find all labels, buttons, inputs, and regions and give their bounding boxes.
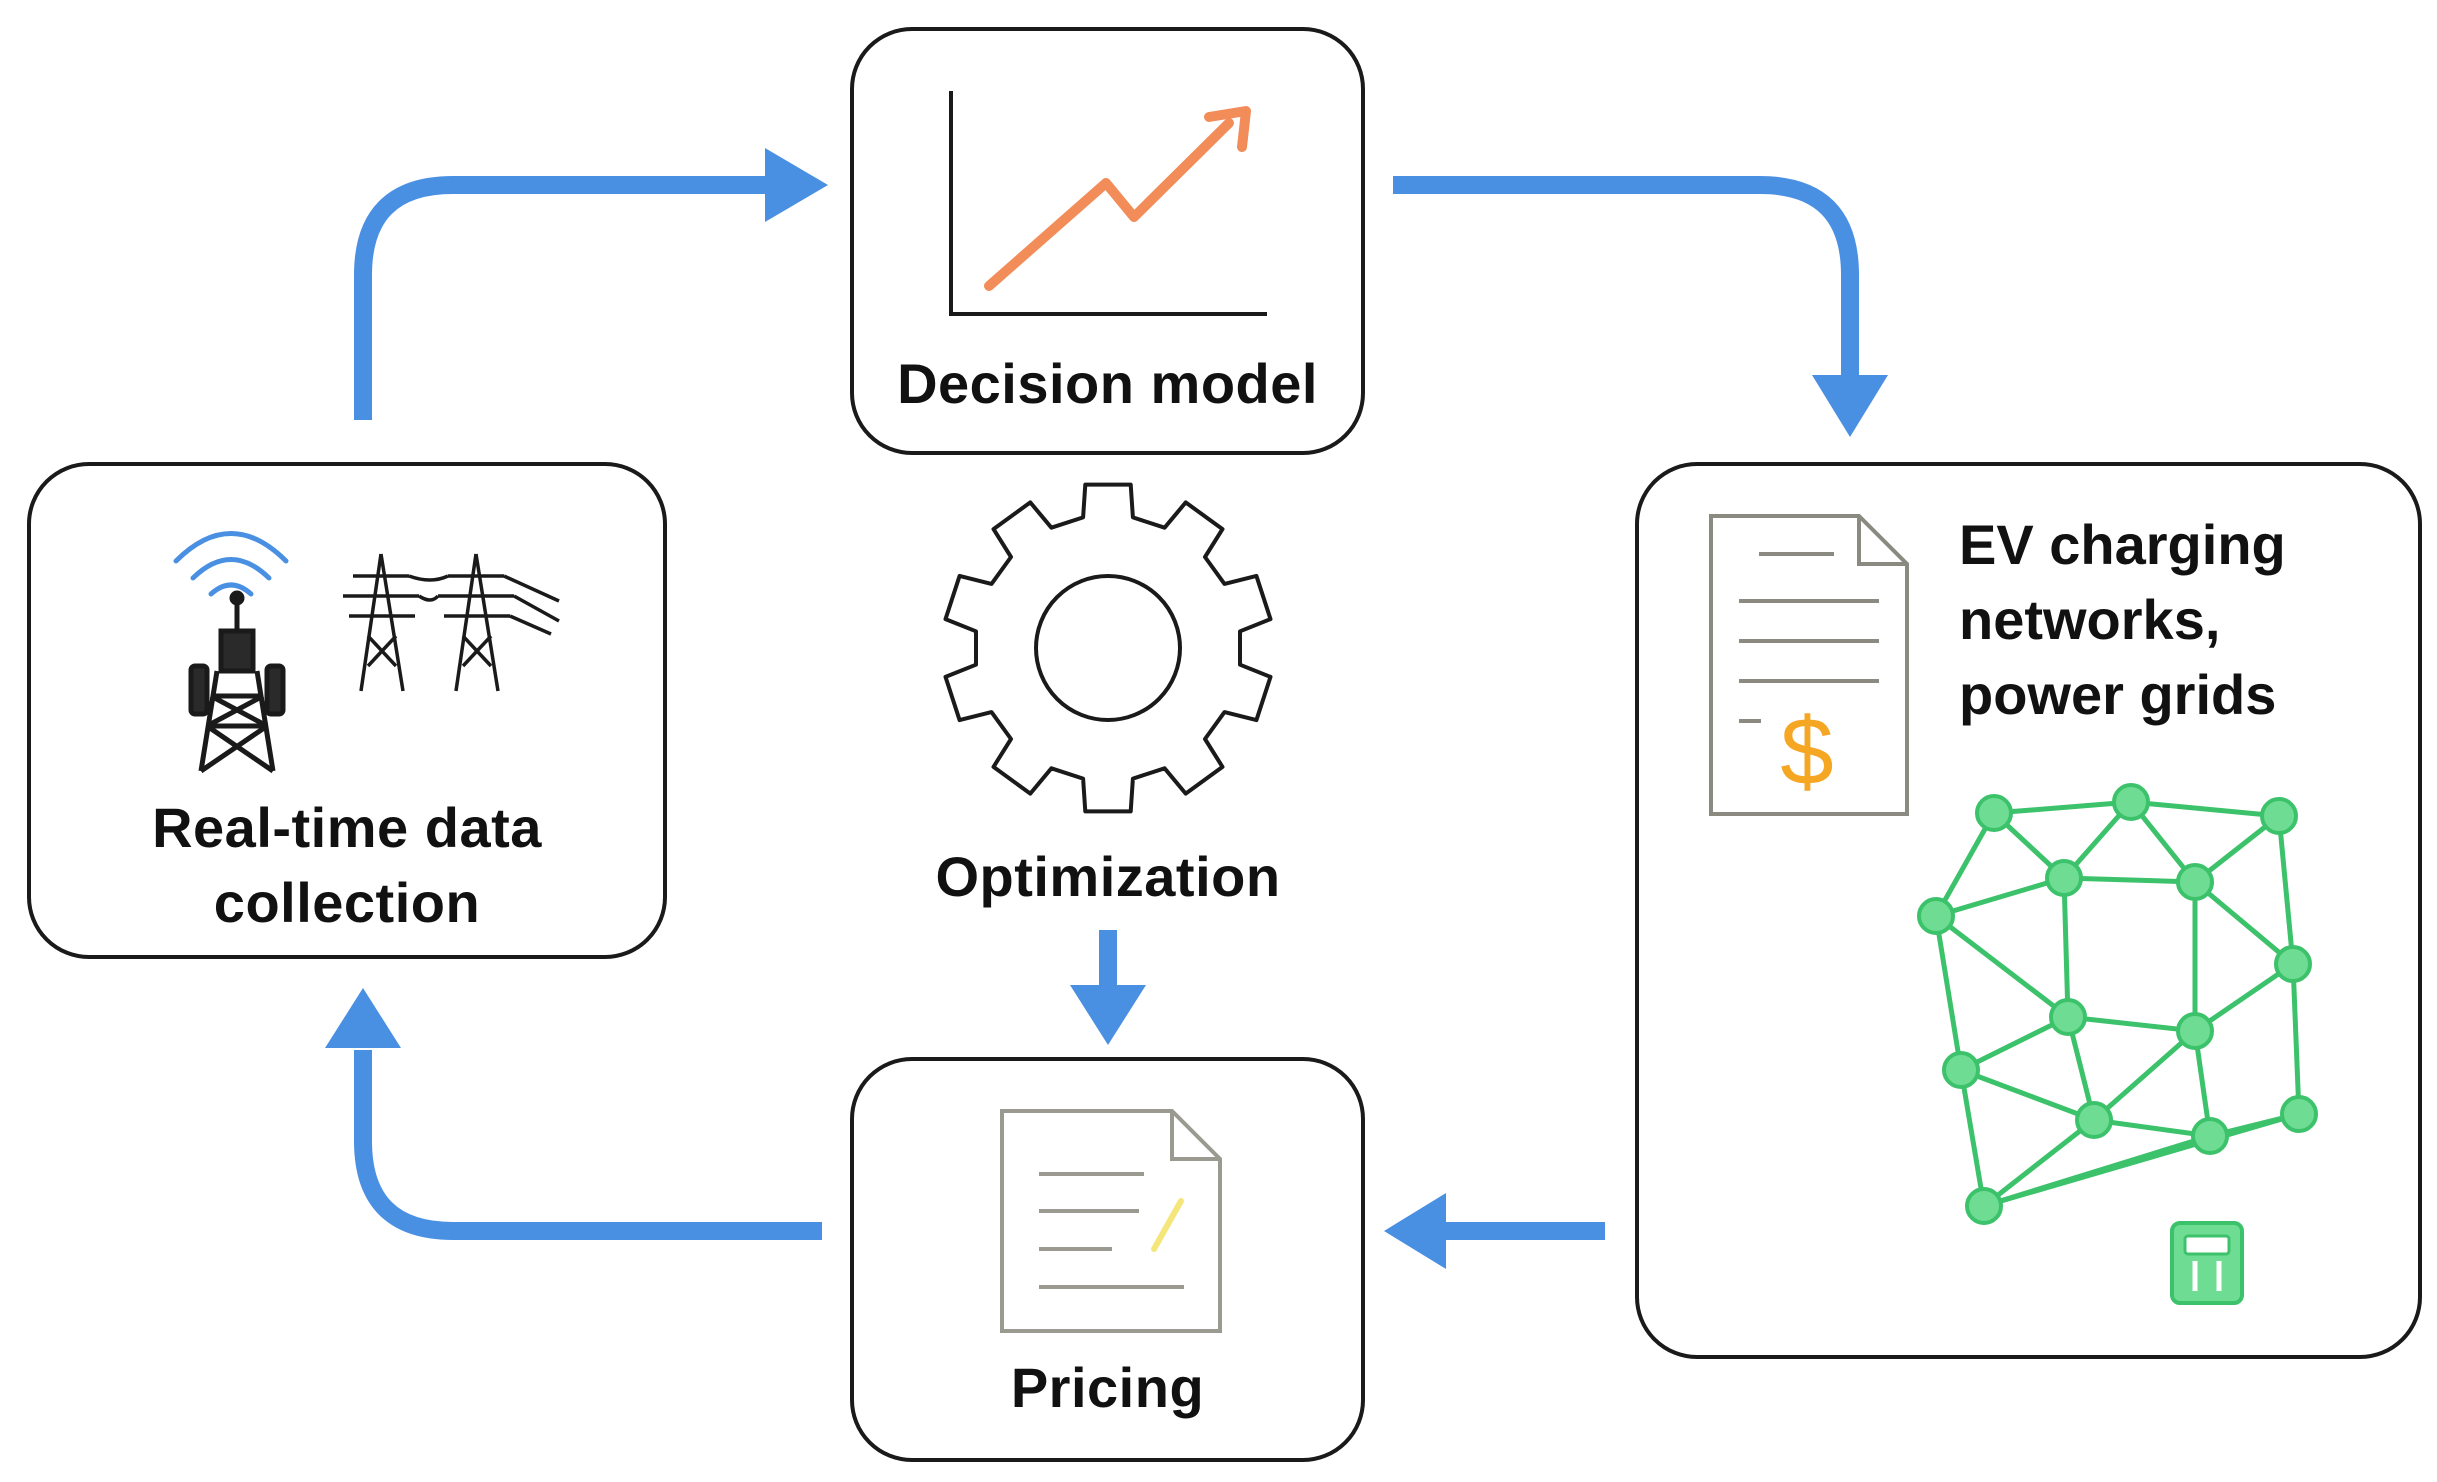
- network-node: [1917, 897, 1955, 935]
- network-node: [2176, 863, 2214, 901]
- realtime-label-line2: collection: [213, 871, 481, 934]
- network-edge: [1958, 1069, 1987, 1207]
- network-node: [2176, 1012, 2214, 1050]
- network-node: [2045, 859, 2083, 897]
- wifi-signal-icon: [173, 531, 289, 597]
- network-edge: [1983, 1111, 2300, 1209]
- network-node: [2274, 945, 2312, 983]
- network-edge: [2290, 963, 2302, 1115]
- svg-text:$: $: [1780, 698, 1833, 805]
- network-graph-icon: [1917, 783, 2318, 1225]
- invoice-dollar-icon: $: [1709, 514, 1909, 816]
- network-node: [1975, 794, 2013, 832]
- optimization-label: Optimization: [935, 845, 1281, 908]
- realtime-icons: [173, 531, 560, 774]
- network-edge: [1933, 915, 1964, 1071]
- gear-icon: [943, 482, 1273, 814]
- arrow-pricing-to-realtime: [325, 988, 822, 1240]
- network-edge: [2093, 1117, 2211, 1139]
- network-edge: [2130, 799, 2280, 819]
- realtime-data-box: Real-time data collection: [27, 462, 667, 959]
- network-edge: [2193, 880, 2295, 966]
- document-pen-icon: [1000, 1109, 1222, 1333]
- pricing-box: Pricing: [850, 1057, 1365, 1462]
- network-node: [2260, 797, 2298, 835]
- network-edge: [1935, 875, 2065, 919]
- network-node: [2049, 998, 2087, 1036]
- network-edge: [2276, 815, 2296, 965]
- network-node: [1965, 1187, 2003, 1225]
- network-node: [2280, 1095, 2318, 1133]
- network-node: [2112, 783, 2150, 821]
- network-edge: [2063, 875, 2196, 885]
- trend-chart-icon: [949, 91, 1267, 316]
- network-edge: [1960, 1067, 2095, 1123]
- ev-label-line3: power grids: [1959, 663, 2277, 726]
- network-edge: [2193, 961, 2295, 1034]
- network-edge: [1993, 799, 2132, 816]
- network-edge: [1933, 811, 1997, 918]
- charging-station-icon: [2170, 1221, 2244, 1305]
- ev-networks-box: $ EV charging networks, power grids: [1635, 462, 2422, 1359]
- arrow-realtime-to-decision: [354, 148, 828, 420]
- decision-model-box: Decision model: [850, 27, 1365, 455]
- network-edge: [1982, 1118, 2096, 1208]
- ev-label-line2: networks,: [1959, 588, 2221, 651]
- network-edge: [2092, 1029, 2197, 1122]
- network-edge: [1934, 914, 2070, 1019]
- network-edge: [1959, 1014, 2070, 1073]
- pricing-label: Pricing: [1010, 1356, 1205, 1419]
- cell-tower-icon: [188, 590, 286, 774]
- arrow-ev-to-pricing: [1384, 1193, 1605, 1269]
- network-edge: [2067, 1014, 2196, 1034]
- ev-label-line1: EV charging: [1959, 513, 2286, 576]
- decision-model-label: Decision model: [897, 352, 1318, 415]
- arrow-optimization-to-pricing: [1070, 930, 1146, 1045]
- network-edge: [2061, 877, 2071, 1018]
- arrow-decision-to-ev: [1393, 176, 1888, 437]
- network-node: [2075, 1101, 2113, 1139]
- ev-icons: $: [1709, 514, 2318, 1305]
- network-node: [1942, 1051, 1980, 1089]
- network-node: [2191, 1117, 2229, 1155]
- power-pylon-icon: [343, 553, 560, 692]
- realtime-label-line1: Real-time data: [152, 796, 542, 859]
